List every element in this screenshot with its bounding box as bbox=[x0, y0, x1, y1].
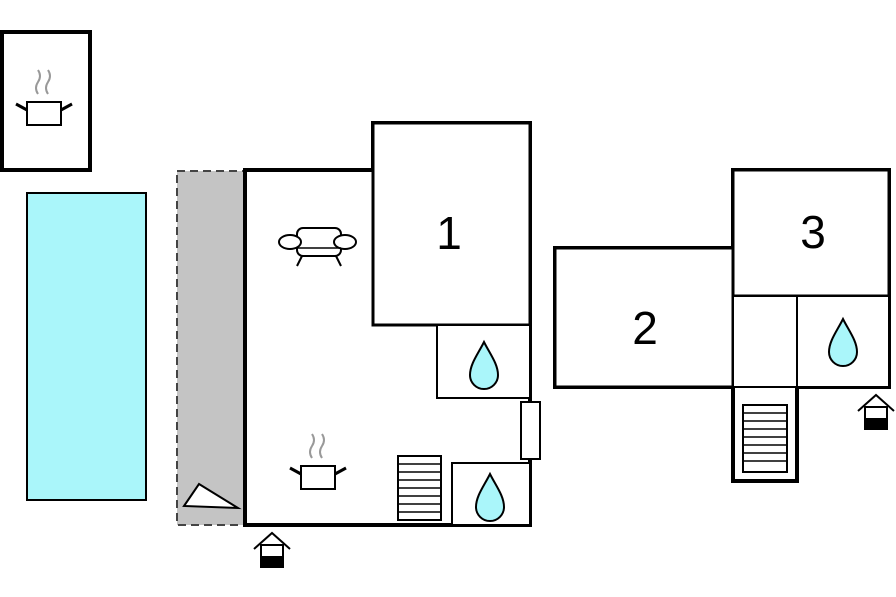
room-1-label: 1 bbox=[436, 207, 462, 259]
entrance-house-icon bbox=[857, 394, 895, 430]
hallway bbox=[732, 295, 798, 388]
terrace-chair-icon bbox=[182, 482, 242, 510]
room-2 bbox=[553, 246, 735, 389]
room-3 bbox=[731, 168, 891, 298]
entrance-house-icon bbox=[253, 532, 291, 568]
room-2-label: 2 bbox=[632, 302, 658, 354]
sofa-icon bbox=[278, 227, 357, 267]
room-3-label: 3 bbox=[800, 206, 826, 258]
wall-door bbox=[520, 401, 541, 460]
stairs-icon bbox=[742, 404, 788, 473]
stairs-icon bbox=[397, 455, 442, 521]
terrace bbox=[176, 170, 246, 526]
pool bbox=[26, 192, 147, 501]
